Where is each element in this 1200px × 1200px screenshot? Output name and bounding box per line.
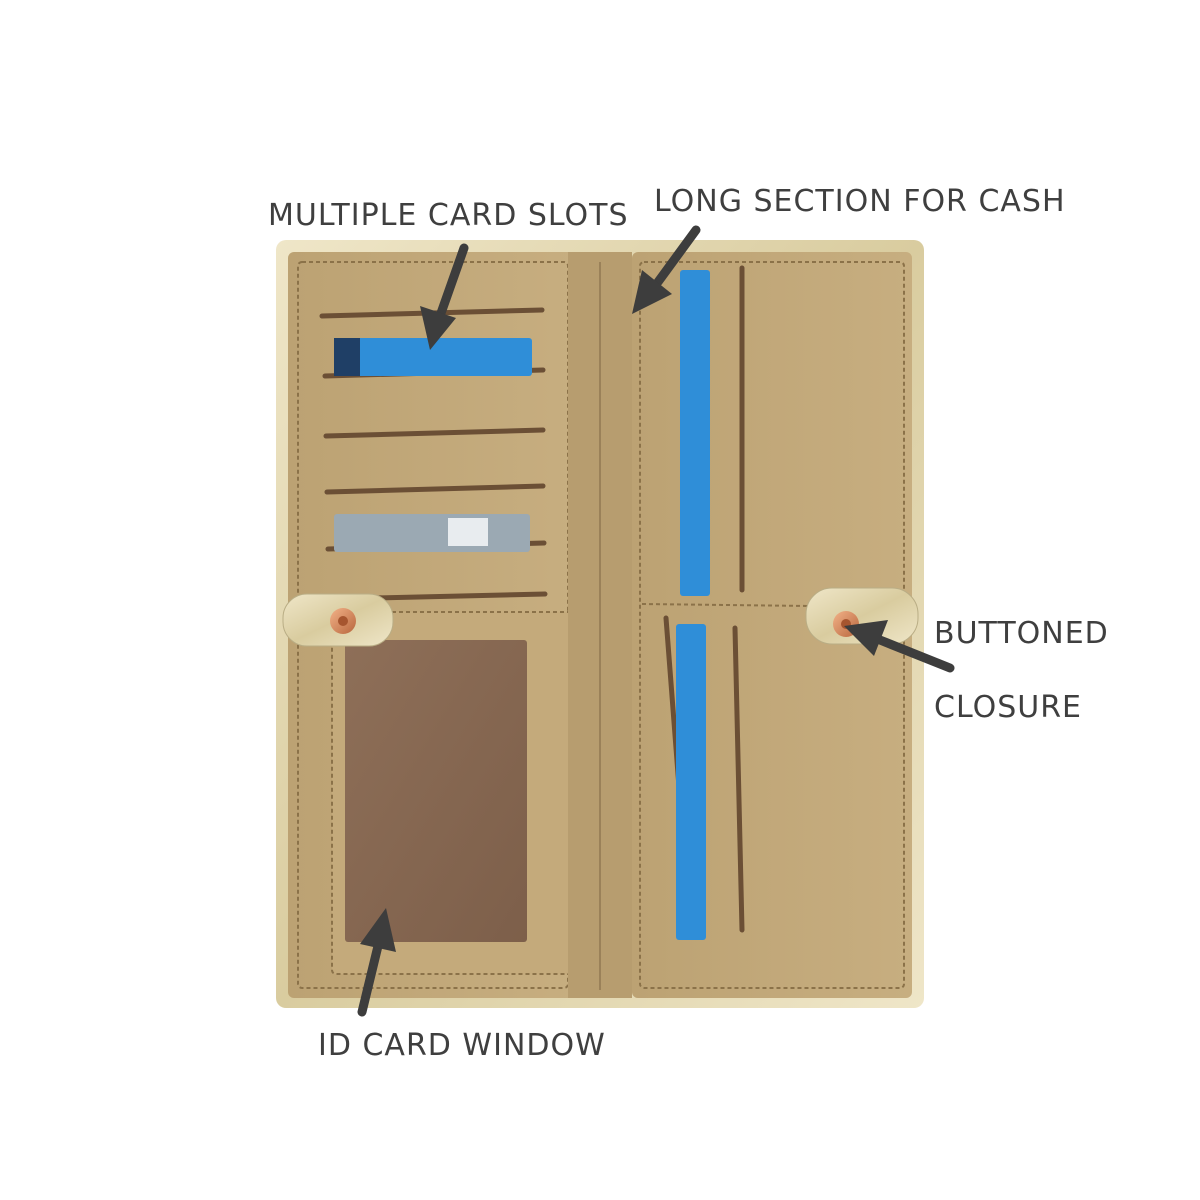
arrow-icon	[632, 270, 672, 314]
card-silver	[334, 514, 530, 552]
label-card-slots: MULTIPLE CARD SLOTS	[268, 198, 629, 233]
wallet-gusset	[568, 252, 632, 998]
card-blue-lower	[676, 624, 706, 940]
label-cash-section: LONG SECTION FOR CASH	[654, 184, 1066, 219]
left-strap	[282, 593, 394, 647]
id-card-window	[345, 640, 527, 942]
right-panel	[632, 252, 919, 998]
label-id-window: ID CARD WINDOW	[318, 1028, 606, 1063]
arrow-cash-section	[632, 225, 701, 314]
label-closure-line2: CLOSURE	[934, 690, 1083, 725]
arrow-icon	[844, 620, 888, 656]
card-visa	[680, 270, 710, 596]
arrow-card-slots	[420, 243, 469, 350]
arrow-id-window	[357, 908, 396, 1017]
label-closure-line1: BUTTONED	[934, 616, 1109, 651]
card-blue	[334, 338, 532, 376]
arrow-icon	[360, 908, 396, 952]
left-panel	[282, 252, 578, 998]
arrow-closure	[844, 620, 955, 673]
arrow-icon	[420, 306, 456, 350]
